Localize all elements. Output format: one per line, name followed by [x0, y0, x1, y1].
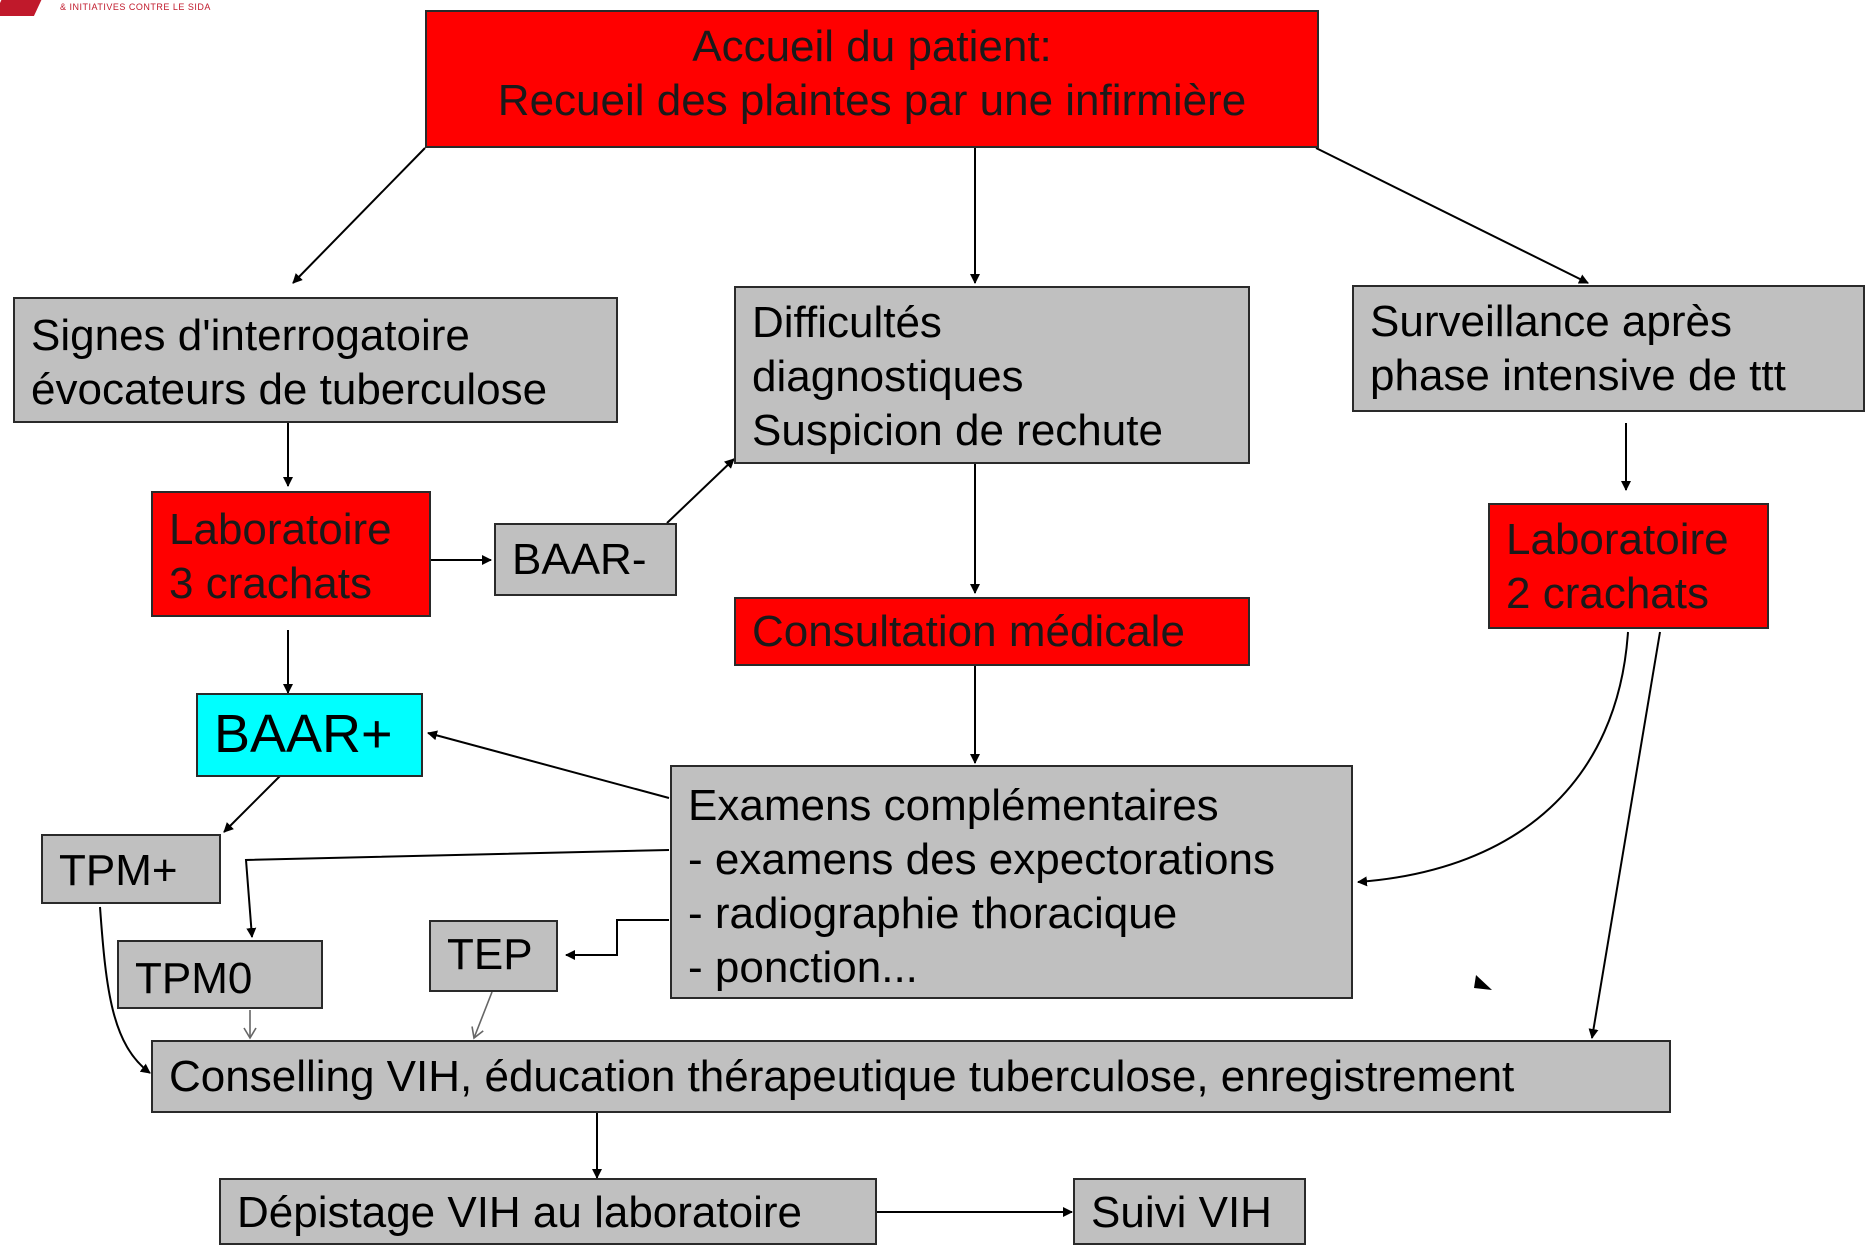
arrow-examens-baarpos [427, 730, 670, 799]
node-text: Conselling VIH, éducation thérapeutique … [169, 1052, 1515, 1101]
node-tpm0: TPM0 [117, 940, 323, 1009]
node-text: phase intensive de ttt [1370, 351, 1786, 400]
node-surveillance: Surveillance après phase intensive de tt… [1352, 285, 1865, 412]
node-consultation-medicale: Consultation médicale [734, 597, 1250, 666]
node-baar-negatif: BAAR- [494, 523, 677, 596]
node-tep: TEP [429, 920, 558, 992]
node-text: TPM+ [59, 846, 178, 895]
node-text: Examens complémentaires [688, 781, 1219, 830]
node-examens-complementaires: Examens complémentaires - examens des ex… [670, 765, 1353, 999]
node-suivi-vih: Suivi VIH [1073, 1178, 1306, 1245]
node-tpm-positif: TPM+ [41, 834, 221, 904]
arrow-tep-conselling [471, 991, 493, 1040]
node-text: BAAR+ [214, 704, 393, 764]
node-text: Laboratoire [169, 505, 392, 554]
node-text: Consultation médicale [752, 607, 1185, 656]
node-text: 2 crachats [1506, 569, 1709, 618]
node-text: Accueil du patient: [692, 22, 1052, 71]
node-text: Difficultés [752, 298, 942, 347]
arrow-labo2-conselling [1588, 631, 1661, 1039]
arrow-accueil-surveillance [1315, 147, 1589, 284]
arrow-accueil-signes [292, 147, 426, 284]
node-text: BAAR- [512, 535, 647, 584]
node-text: - ponction... [688, 943, 918, 992]
arrow-labo2-examens [1357, 631, 1629, 887]
node-text: Suivi VIH [1091, 1188, 1272, 1237]
arrow-baarneg-difficultes [666, 458, 735, 524]
node-text: Suspicion de rechute [752, 406, 1163, 455]
node-conselling-vih: Conselling VIH, éducation thérapeutique … [151, 1040, 1671, 1113]
node-signes-interrogatoire: Signes d'interrogatoire évocateurs de tu… [13, 297, 618, 423]
node-difficultes-diagnostiques: Difficultés diagnostiques Suspicion de r… [734, 286, 1250, 464]
node-text: Surveillance après [1370, 297, 1732, 346]
node-text: TPM0 [135, 954, 253, 1003]
node-laboratoire-2-crachats: Laboratoire 2 crachats [1488, 503, 1769, 629]
node-depistage-vih: Dépistage VIH au laboratoire [219, 1178, 877, 1245]
node-text: Laboratoire [1506, 515, 1729, 564]
arrow-examens-tep [565, 919, 669, 960]
node-laboratoire-3-crachats: Laboratoire 3 crachats [151, 491, 431, 617]
node-accueil-patient: Accueil du patient: Recueil des plaintes… [425, 10, 1319, 148]
node-text: Dépistage VIH au laboratoire [237, 1188, 802, 1237]
logo-tagline: & INITIATIVES CONTRE LE SIDA [60, 2, 211, 12]
node-text: TEP [447, 930, 533, 979]
node-text: 3 crachats [169, 559, 372, 608]
node-text: - radiographie thoracique [688, 889, 1178, 938]
node-text: Recueil des plaintes par une infirmière [497, 76, 1247, 125]
node-text: - examens des expectorations [688, 835, 1275, 884]
node-text: diagnostiques [752, 352, 1024, 401]
node-text: Signes d'interrogatoire [31, 311, 470, 360]
node-text: évocateurs de tuberculose [31, 365, 548, 414]
node-baar-positif: BAAR+ [196, 693, 423, 777]
arrow-baarpos-tpmpos [223, 767, 289, 833]
arrow-examens-tpm0 [244, 849, 670, 938]
stray-arrowhead-mark [1474, 975, 1492, 990]
organization-logo: & INITIATIVES CONTRE LE SIDA [0, 0, 270, 22]
arrow-tpmpos-conselling [99, 906, 151, 1074]
